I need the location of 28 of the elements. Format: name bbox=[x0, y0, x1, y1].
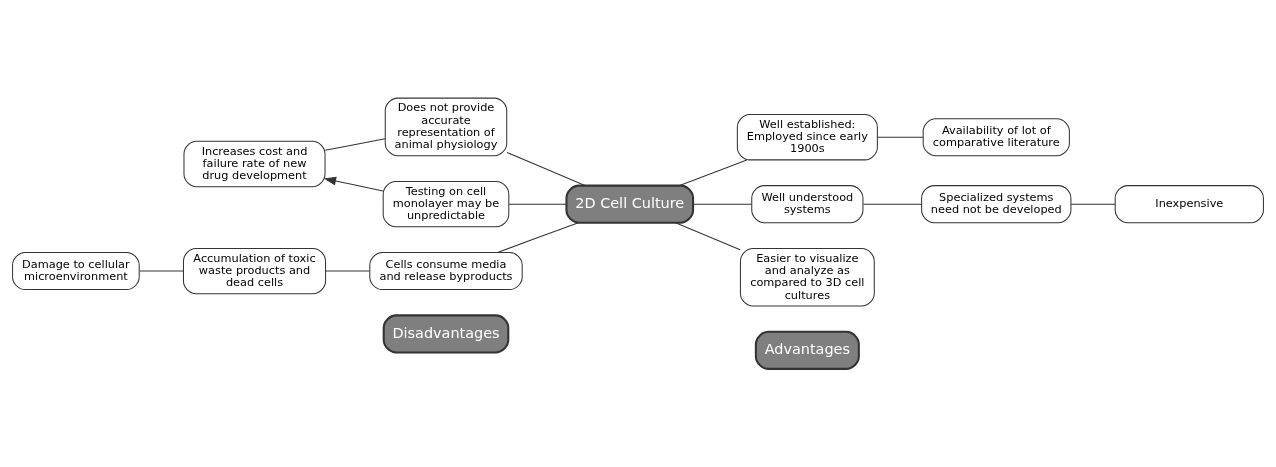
connector bbox=[876, 136, 924, 138]
node-box: Cells consume media and release byproducts bbox=[369, 252, 523, 291]
connector bbox=[324, 138, 386, 151]
node-box: Well established: Employed since early 1900s bbox=[736, 114, 878, 161]
node-box: Advantages bbox=[754, 330, 860, 370]
node-box: Well understood systems bbox=[751, 185, 864, 224]
node-box: Testing on cell monolayer may be unpredictable bbox=[382, 181, 510, 228]
node-box: Inexpensive bbox=[1114, 185, 1264, 224]
connector bbox=[1070, 203, 1116, 205]
connector bbox=[675, 222, 741, 251]
connector bbox=[506, 151, 586, 187]
arrow bbox=[323, 176, 384, 192]
node-box: Availability of lot of comparative literature bbox=[922, 118, 1070, 157]
node-box: Does not provide accurate representation of animal physiology bbox=[384, 97, 508, 157]
connector bbox=[325, 270, 371, 272]
node-box: 2D Cell Culture bbox=[565, 184, 695, 224]
connector bbox=[679, 159, 748, 187]
node-box: Accumulation of toxic waste products and dead cells bbox=[182, 247, 327, 295]
connector bbox=[692, 203, 753, 205]
connector bbox=[139, 270, 184, 272]
connector bbox=[508, 203, 567, 205]
node-box: Specialized systems need not be developed bbox=[921, 185, 1072, 224]
connector bbox=[497, 222, 579, 253]
connector bbox=[862, 203, 923, 205]
node-box: Easier to visualize and analyze as compared to 3D cell cultures bbox=[739, 247, 875, 307]
node-box: Disadvantages bbox=[382, 314, 510, 354]
node-box: Increases cost and failure rate of new drug development bbox=[183, 140, 326, 188]
node-box: Damage to cellular microenvironment bbox=[12, 252, 140, 291]
